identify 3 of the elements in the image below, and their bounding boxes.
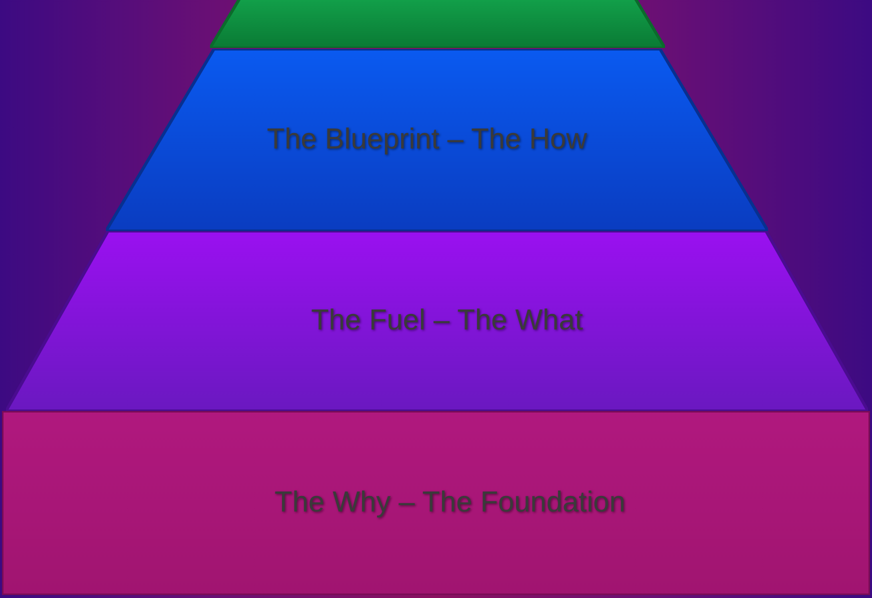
tier-label: The Fuel – The What <box>310 304 584 338</box>
tier-label: The Blueprint – The How <box>266 124 588 156</box>
tier-label: The Why – The Foundation <box>274 486 626 520</box>
